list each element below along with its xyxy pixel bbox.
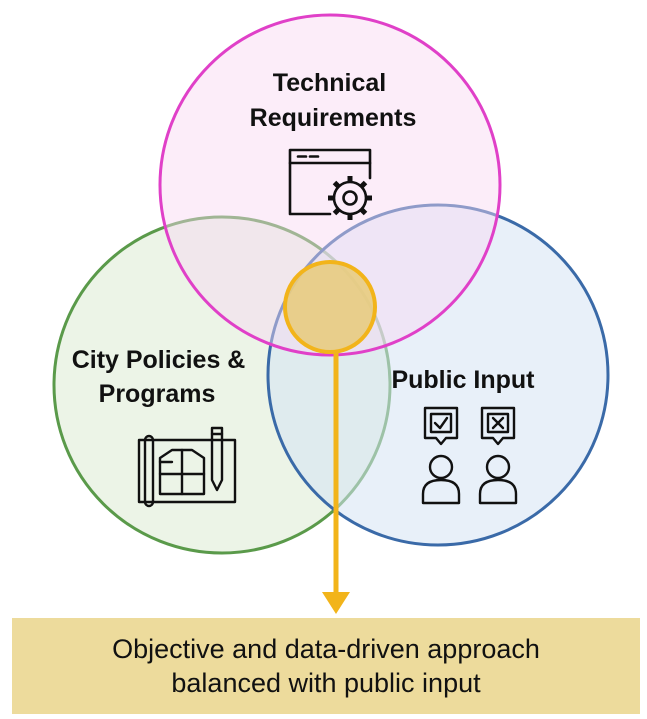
voters-approve-reject-icon [421,406,518,505]
caption-line: balanced with public input [171,668,481,698]
arrow-head [322,592,350,614]
person-icon [421,454,461,505]
reject-ballot-icon [480,406,516,446]
intersection-circle [283,260,377,354]
approve-ballot-icon [423,406,459,446]
technical-requirements-circle [158,13,502,357]
city-policies-label: City Policies & Programs [72,346,253,408]
person-icon [478,454,518,505]
browser-settings-icon [288,148,372,220]
conclusion-caption-box: Objective and data-driven approach balan… [12,618,640,714]
public-input-label: Public Input [391,366,535,394]
technical-label: Technical Requirements [250,69,417,132]
caption-line: Objective and data-driven approach [112,634,540,664]
blueprint-pencil-icon [137,426,237,508]
